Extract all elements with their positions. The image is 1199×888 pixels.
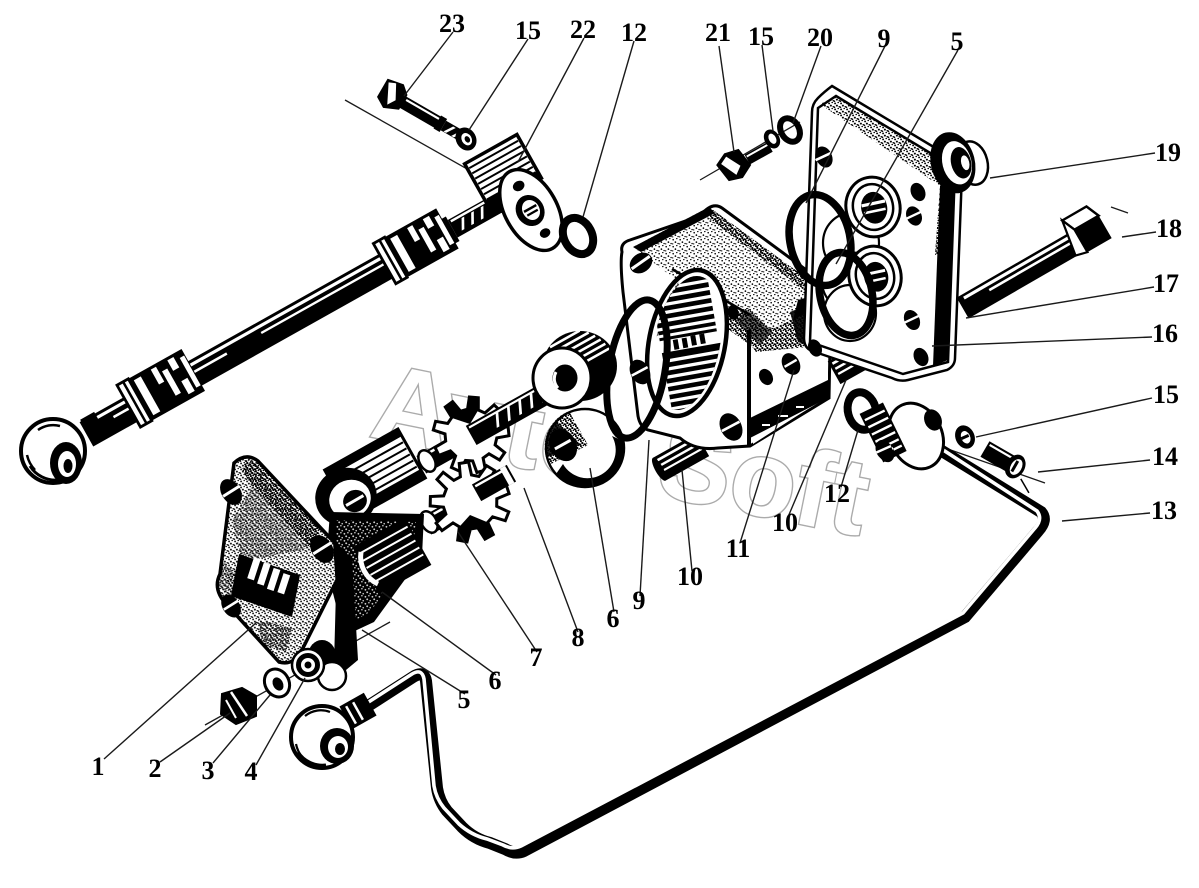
svg-text:6: 6 (607, 604, 620, 633)
svg-text:15: 15 (1153, 380, 1179, 409)
svg-text:3: 3 (202, 756, 215, 785)
svg-text:11: 11 (726, 534, 751, 563)
svg-text:10: 10 (677, 562, 703, 591)
svg-text:20: 20 (807, 23, 833, 52)
svg-text:10: 10 (772, 508, 798, 537)
svg-text:1: 1 (92, 752, 105, 781)
svg-text:5: 5 (951, 27, 964, 56)
svg-text:16: 16 (1152, 319, 1178, 348)
svg-text:8: 8 (572, 623, 585, 652)
svg-text:17: 17 (1153, 269, 1179, 298)
svg-text:21: 21 (705, 18, 731, 47)
svg-text:6: 6 (489, 666, 502, 695)
svg-text:15: 15 (515, 16, 541, 45)
svg-text:18: 18 (1156, 214, 1182, 243)
svg-text:12: 12 (824, 479, 850, 508)
svg-text:12: 12 (621, 18, 647, 47)
svg-text:9: 9 (633, 586, 646, 615)
svg-text:2: 2 (149, 754, 162, 783)
svg-text:13: 13 (1151, 496, 1177, 525)
svg-text:22: 22 (570, 15, 596, 44)
svg-text:23: 23 (439, 9, 465, 38)
svg-text:5: 5 (458, 685, 471, 714)
svg-text:15: 15 (748, 22, 774, 51)
svg-text:7: 7 (530, 643, 543, 672)
svg-text:4: 4 (245, 757, 258, 786)
svg-text:9: 9 (878, 24, 891, 53)
svg-text:14: 14 (1152, 442, 1178, 471)
svg-text:19: 19 (1155, 138, 1181, 167)
